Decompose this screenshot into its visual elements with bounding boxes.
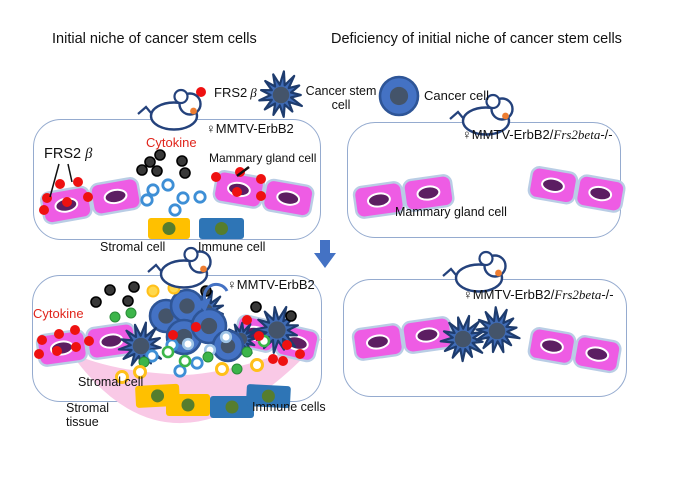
genotype-bottom-right-italic: Frs2beta (554, 287, 602, 302)
cell-nucleus (225, 400, 239, 414)
mammary-label-top-right: Mammary gland cell (395, 205, 507, 219)
genotype-top-right-prefix: ♀MMTV-ErbB2/ (462, 127, 554, 142)
cell-nucleus (272, 86, 290, 104)
mouse-tail (449, 110, 464, 120)
panel-bottom-left (32, 275, 322, 402)
mouse-eye (495, 269, 502, 277)
cell-nucleus (389, 86, 409, 106)
down-arrow-icon (314, 240, 336, 268)
immune-cells-label-bottom: Immune cells (252, 400, 326, 414)
frs2b-callout-beta: β (85, 146, 93, 162)
cytokine-label-bottom: Cytokine (33, 306, 84, 321)
cytokine-label-top: Cytokine (146, 135, 197, 150)
genotype-bottom-right-prefix: ♀MMTV-ErbB2/ (463, 287, 555, 302)
mouse-eye (200, 265, 207, 273)
genotype-label-bottom-right: ♀MMTV-ErbB2/Frs2beta-/- (463, 287, 614, 303)
cancer-stem-cell-icon (258, 70, 303, 119)
mouse-head (188, 250, 212, 274)
legend-cancer-stem-cell-label: Cancer stem cell (305, 84, 377, 113)
title-left: Initial niche of cancer stem cells (52, 31, 257, 47)
mouse-eye (190, 107, 197, 115)
mouse-tail (442, 267, 457, 277)
legend-frs2b-prefix: FRS2 (214, 85, 248, 100)
mouse-tail (147, 263, 162, 273)
stromal-tissue-label: Stromal tissue (66, 401, 110, 430)
mouse-head (178, 92, 202, 116)
immune-cell-label-top: Immune cell (198, 240, 266, 254)
genotype-label-bottom-left: ♀MMTV-ErbB2 (227, 277, 315, 292)
mouse-ear (173, 88, 189, 105)
legend-frs2b-beta: β (250, 85, 257, 100)
mouse-head (490, 97, 514, 121)
frs2b-callout-prefix: FRS2 (44, 146, 82, 162)
genotype-bottom-right-suffix: -/- (601, 287, 614, 302)
mouse-tail (137, 105, 152, 115)
mammary-label-top-left: Mammary gland cell (209, 151, 317, 165)
legend-cancer-cell-label: Cancer cell (424, 88, 490, 103)
mouse-ear (183, 246, 199, 263)
frs2b-dot (196, 87, 206, 97)
stromal-cell-label-bottom: Stromal cell (78, 375, 144, 389)
title-right: Deficiency of initial niche of cancer st… (331, 31, 622, 47)
genotype-label-top-left: ♀MMTV-ErbB2 (206, 121, 294, 136)
stromal-cell-label-top: Stromal cell (100, 240, 166, 254)
genotype-label-top-right: ♀MMTV-ErbB2/Frs2beta-/- (462, 127, 613, 143)
cancer-cell-icon (378, 75, 420, 117)
genotype-top-right-italic: Frs2beta (553, 127, 601, 142)
mouse-eye (502, 112, 509, 120)
mouse-head (483, 254, 507, 278)
genotype-top-right-suffix: -/- (600, 127, 613, 142)
mouse-ear (478, 250, 494, 267)
